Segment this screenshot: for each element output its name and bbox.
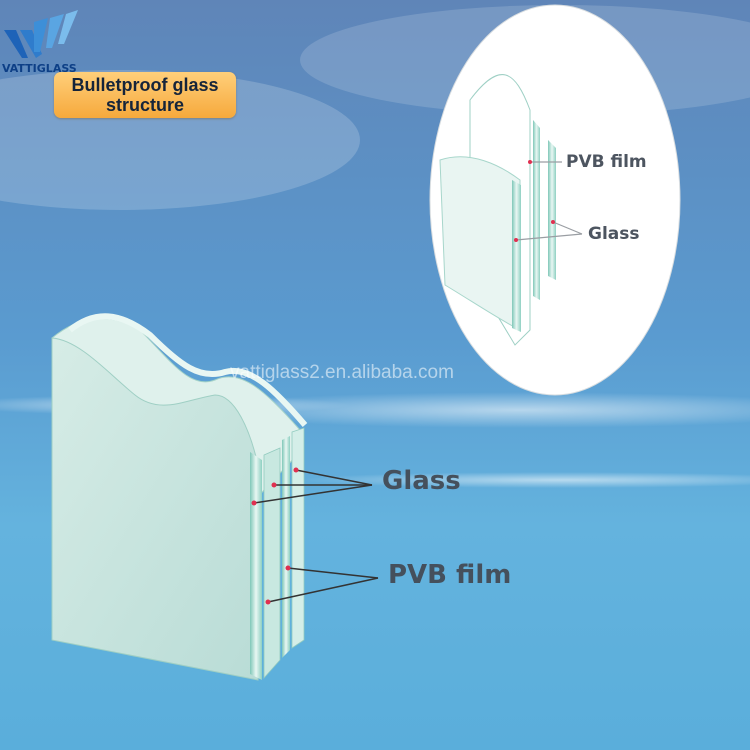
pvb-film-label: PVB film (388, 560, 512, 590)
glass-side-edge (263, 447, 281, 680)
glass-side-edge (250, 452, 262, 680)
pvb-leader-line (267, 577, 379, 603)
watermark: vattiglass2.en.alibaba.com (230, 362, 454, 383)
horizon-glow (300, 472, 750, 488)
glass-marker (251, 500, 257, 506)
glass-marker (271, 482, 277, 488)
glass-side-edge (291, 427, 305, 649)
zoom-leader-line (515, 233, 583, 241)
title-line-2: structure (105, 95, 185, 115)
zoom-marker (528, 160, 532, 164)
glass-side-edge (282, 436, 290, 658)
zoom-glass-edge (512, 180, 521, 332)
glass-marker (293, 467, 299, 473)
zoom-pvb-label: PVB film (566, 152, 647, 172)
title-line-1: Bulletproof glass (71, 75, 219, 95)
glass-leader-line (253, 484, 373, 504)
zoom-glass-label: Glass (588, 224, 640, 244)
pvb-marker (285, 565, 291, 571)
brand-logo-text: VATTIGLASS (2, 62, 77, 75)
zoom-marker (551, 220, 555, 224)
glass-front-face (51, 337, 259, 681)
zoom-glass-edge (548, 140, 556, 280)
glass-label: Glass (382, 466, 461, 496)
zoom-glass-edge (533, 120, 540, 300)
zoom-marker (514, 238, 518, 242)
title-badge: Bulletproof glass structure (54, 72, 236, 118)
pvb-marker (265, 599, 271, 605)
vatti-logo-icon (4, 10, 78, 58)
laminated-glass-block (51, 313, 308, 681)
zoom-glass-section (439, 74, 556, 346)
pvb-leader-line (287, 567, 379, 579)
zoom-leader-line (552, 221, 583, 235)
glass-top-edge (68, 313, 308, 427)
glass-leader-line (295, 469, 373, 486)
